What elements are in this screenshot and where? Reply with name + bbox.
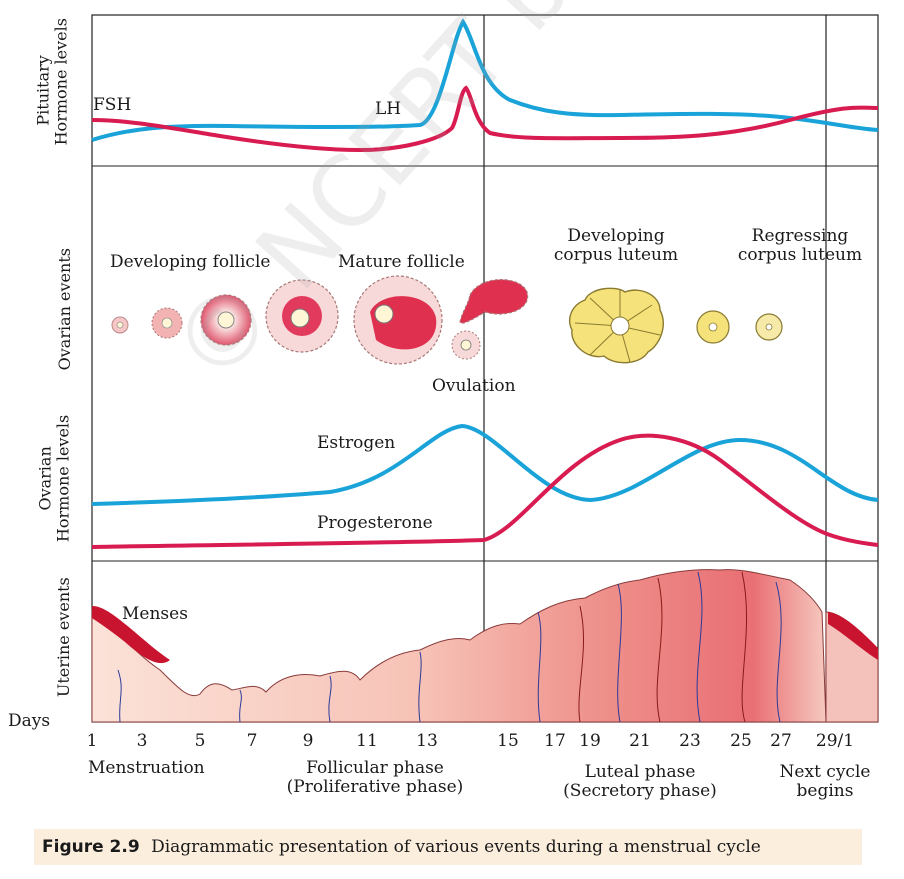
tick-7: 7 [246, 731, 258, 751]
tick-1: 1 [86, 731, 98, 751]
tick-21: 21 [629, 731, 651, 751]
tick-19: 19 [579, 731, 601, 751]
tick-25: 25 [730, 731, 752, 751]
regressing-corpus-luteum-label: Regressing corpus luteum [737, 226, 863, 265]
follicle-stage-3 [200, 294, 252, 346]
tick-9: 9 [302, 731, 314, 751]
ovarian-hormone-axis-label: Ovarian Hormone levels [35, 414, 73, 543]
estrogen-curve [91, 423, 879, 506]
mature-follicle-label: Mature follicle [338, 252, 465, 272]
fsh-curve [91, 85, 879, 153]
figure-caption-text: Diagrammatic presentation of various eve… [151, 837, 761, 857]
menses-label: Menses [122, 604, 188, 624]
tick-23: 23 [679, 731, 701, 751]
lh-curve [91, 18, 879, 142]
phase-menstruation: Menstruation [88, 758, 205, 778]
tick-27: 27 [770, 731, 792, 751]
corpus-luteum-developing [568, 287, 664, 364]
developing-follicle-label: Developing follicle [110, 252, 271, 272]
menses-right [828, 612, 878, 660]
vessels [117, 571, 782, 723]
menses-left [92, 605, 170, 664]
phase-follicular: Follicular phase (Proliferative phase) [286, 758, 464, 797]
tick-17: 17 [544, 731, 566, 751]
follicle-stage-1 [111, 316, 129, 334]
ovarian-events-axis-label: Ovarian events [54, 248, 74, 371]
days-label: Days [8, 711, 51, 731]
fsh-label: FSH [93, 95, 132, 115]
developing-corpus-luteum-label: Developing corpus luteum [553, 226, 679, 265]
ruptured-follicle [459, 279, 529, 324]
ovulation-label: Ovulation [432, 376, 516, 396]
tick-11: 11 [356, 731, 378, 751]
corpus-luteum-regressing-1 [696, 310, 730, 344]
pituitary-axis-label: Pituitary Hormone levels [33, 18, 71, 146]
phase-next-cycle: Next cycle begins [779, 762, 871, 801]
progesterone-label: Progesterone [317, 513, 433, 533]
uterine-lining [91, 569, 827, 723]
tick-5: 5 [194, 731, 206, 751]
follicle-stage-2 [151, 307, 183, 339]
lh-label: LH [375, 99, 402, 119]
tick-3: 3 [136, 731, 148, 751]
tick-29-1: 29/1 [815, 731, 855, 751]
progesterone-curve [91, 433, 879, 549]
corpus-luteum-regressing-2 [755, 313, 783, 341]
mature-follicle-shape [353, 275, 481, 365]
tick-13: 13 [416, 731, 438, 751]
phase-luteal: Luteal phase (Secretory phase) [563, 762, 717, 801]
estrogen-label: Estrogen [317, 433, 396, 453]
tick-15: 15 [497, 731, 519, 751]
follicle-stage-4 [265, 279, 339, 353]
uterine-axis-label: Uterine events [53, 577, 73, 698]
figure-caption: Figure 2.9 Diagrammatic presentation of … [34, 829, 862, 865]
figure-number: Figure 2.9 [42, 837, 140, 857]
